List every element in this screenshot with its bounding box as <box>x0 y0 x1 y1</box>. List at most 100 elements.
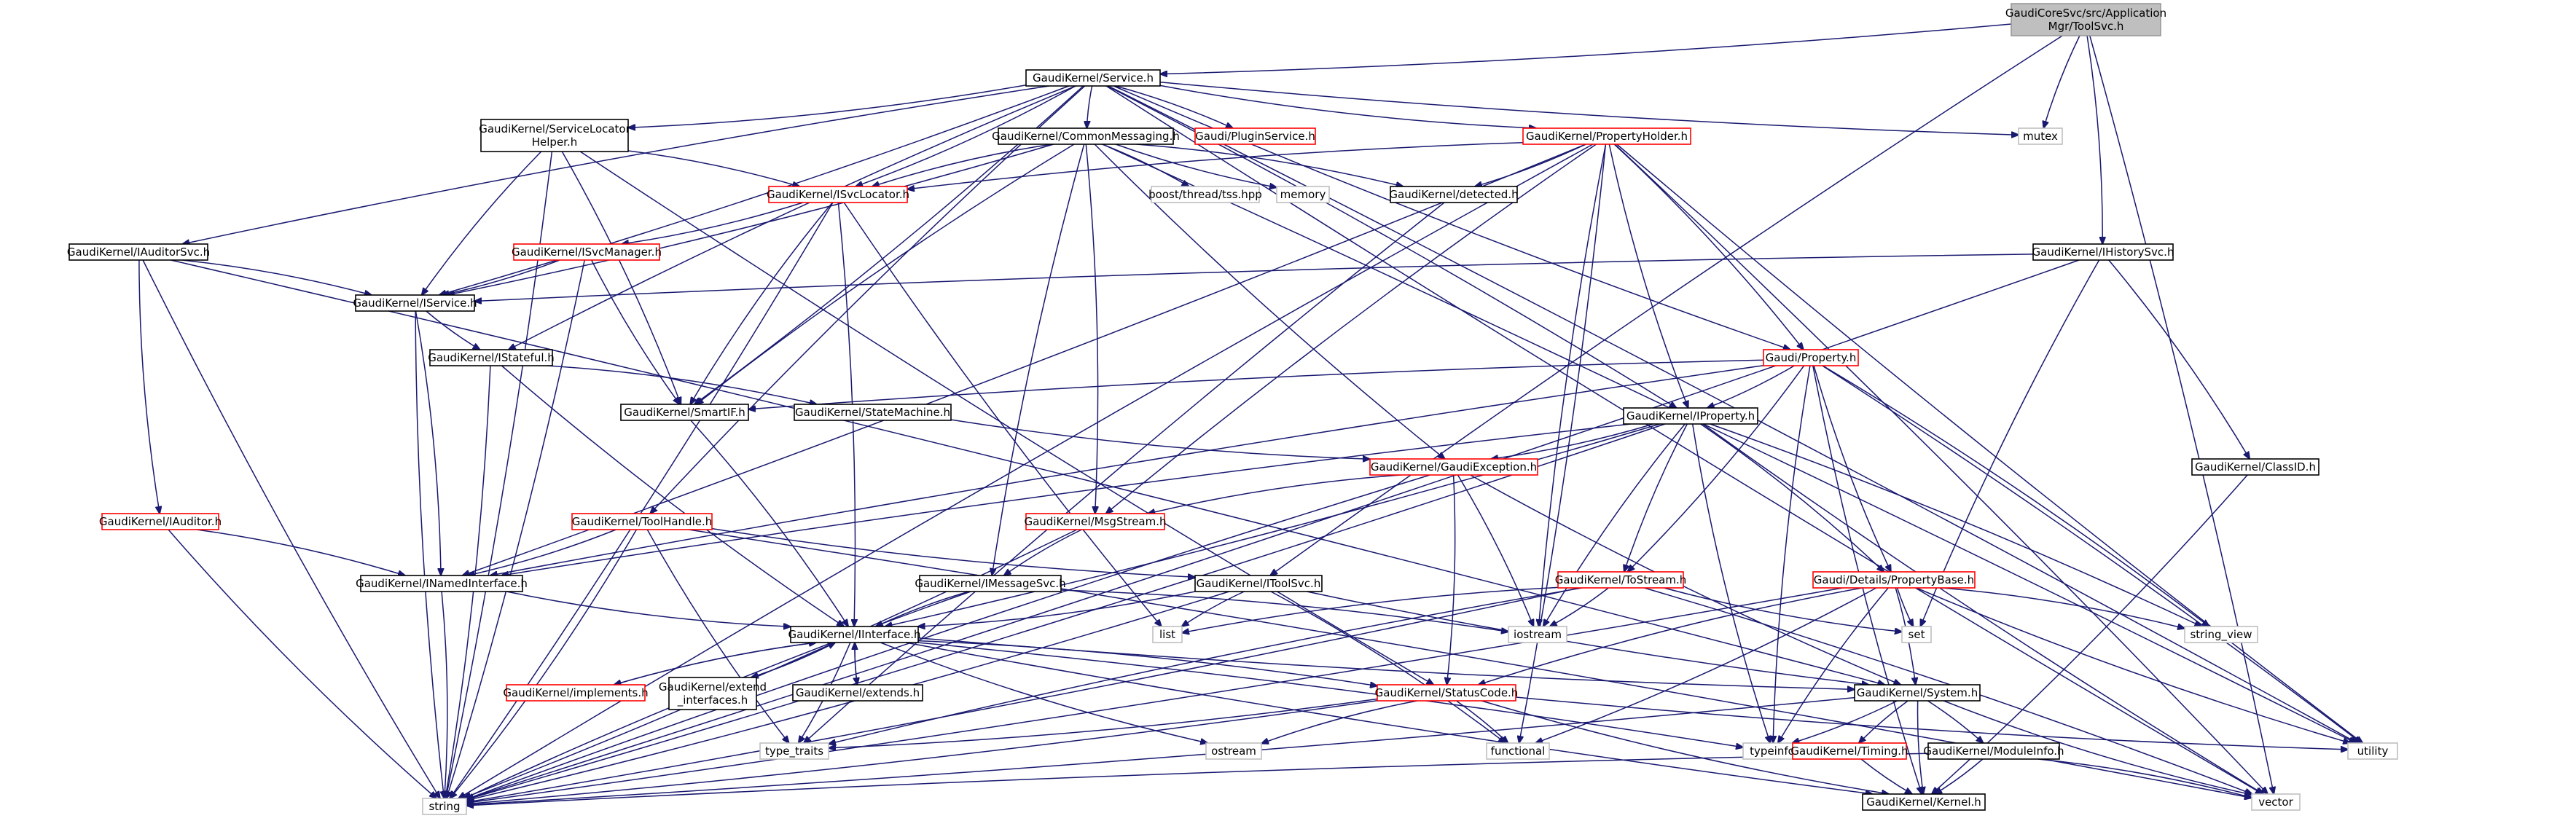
edge-iauditorsvc-to-system <box>171 259 1884 685</box>
edge-statuscode-to-ostream <box>1261 700 1417 744</box>
edge-inamed-to-iinterface <box>506 591 791 626</box>
node-tss: boost/thread/tss.hpp <box>1148 186 1262 203</box>
node-imsgsvc[interactable]: GaudiKernel/IMessageSvc.h <box>915 575 1066 592</box>
node-box <box>790 626 919 643</box>
node-isvcmgr[interactable]: GaudiKernel/ISvcManager.h <box>512 243 662 261</box>
node-smartif[interactable]: GaudiKernel/SmartIF.h <box>620 404 749 421</box>
node-label: GaudiKernel/MsgStream.h <box>1024 515 1166 528</box>
node-detected[interactable]: GaudiKernel/detected.h <box>1389 186 1519 203</box>
node-box <box>1522 127 1691 145</box>
edge-service-to-istateful <box>509 85 1076 350</box>
node-type_traits: type_traits <box>759 742 829 760</box>
node-isvcloc[interactable]: GaudiKernel/ISvcLocator.h <box>767 186 909 203</box>
node-extends[interactable]: GaudiKernel/extends.h <box>792 684 923 702</box>
edge-gexc-to-string <box>466 474 1430 799</box>
node-label: GaudiKernel/System.h <box>1857 686 1978 699</box>
node-classid[interactable]: GaudiKernel/ClassID.h <box>2191 458 2319 476</box>
node-timing[interactable]: GaudiKernel/Timing.h <box>1790 742 1908 760</box>
node-box <box>1390 186 1518 203</box>
edge-itoolsvc-to-list <box>1182 591 1245 626</box>
node-iauditorsvc[interactable]: GaudiKernel/IAuditorSvc.h <box>67 243 210 261</box>
node-propholder[interactable]: GaudiKernel/PropertyHolder.h <box>1522 127 1691 145</box>
node-toolhandle[interactable]: GaudiKernel/ToolHandle.h <box>571 513 713 530</box>
edge-isvcmgr-to-iservice <box>442 259 560 295</box>
node-string_view: string_view <box>2184 626 2258 643</box>
node-box <box>506 684 646 702</box>
node-list: list <box>1152 626 1183 643</box>
node-label: string_view <box>2190 628 2252 642</box>
edge-cmsg-to-imsgsvc <box>992 144 1085 576</box>
edge-cmsg-to-memory <box>1115 144 1277 187</box>
node-label: GaudiKernel/IService.h <box>353 296 477 310</box>
node-statemachine[interactable]: GaudiKernel/StateMachine.h <box>794 404 952 421</box>
node-msgstream[interactable]: GaudiKernel/MsgStream.h <box>1024 513 1167 530</box>
node-property[interactable]: Gaudi/Property.h <box>1763 349 1859 366</box>
edge-isvcloc-to-smartif <box>690 202 833 404</box>
node-label: GaudiKernel/implements.h <box>503 686 648 699</box>
edge-iauditor-to-inamed <box>196 529 405 576</box>
edge-moduleinfo-to-string <box>466 753 1929 806</box>
node-statuscode[interactable]: GaudiKernel/StatusCode.h <box>1375 684 1519 702</box>
node-label: GaudiKernel/ClassID.h <box>2195 460 2316 474</box>
edge-cmsg-to-isvcloc <box>872 144 1052 186</box>
edge-service-to-iservice <box>439 85 1070 295</box>
node-ihistorysvc[interactable]: GaudiKernel/IHistorySvc.h <box>2032 243 2174 261</box>
node-box <box>1194 575 1323 592</box>
node-label: GaudiKernel/CommonMessaging.h <box>992 130 1180 143</box>
node-cmsg[interactable]: GaudiKernel/CommonMessaging.h <box>992 127 1180 145</box>
edge-tostream-to-iostream <box>1550 587 1609 626</box>
node-label: GaudiKernel/Kernel.h <box>1866 796 1981 809</box>
node-label: functional <box>1491 745 1546 758</box>
edge-propholder-to-property <box>1613 144 1804 350</box>
node-mutex: mutex <box>2018 127 2063 145</box>
node-system[interactable]: GaudiKernel/System.h <box>1854 684 1981 702</box>
edge-property-to-iproperty <box>1707 365 1795 408</box>
edge-imsgsvc-to-iostream <box>1060 589 1508 632</box>
node-propbase[interactable]: Gaudi/Details/PropertyBase.h <box>1812 571 1976 589</box>
node-label: GaudiKernel/IAuditor.h <box>99 515 222 528</box>
node-implements[interactable]: GaudiKernel/implements.h <box>503 684 649 702</box>
node-itoolsvc[interactable]: GaudiKernel/IToolSvc.h <box>1194 575 1323 592</box>
node-inamed[interactable]: GaudiKernel/INamedInterface.h <box>356 575 528 592</box>
node-service[interactable]: GaudiKernel/Service.h <box>1025 69 1161 87</box>
edge-iservice-to-istateful <box>426 310 480 350</box>
node-label: GaudiKernel/extends.h <box>796 686 920 699</box>
edge-system-to-vector <box>1943 700 2252 795</box>
node-box <box>1205 742 1262 760</box>
node-iproperty[interactable]: GaudiKernel/IProperty.h <box>1623 407 1758 425</box>
node-gexc[interactable]: GaudiKernel/GaudiException.h <box>1369 458 1538 476</box>
edge-iservice-to-string <box>415 310 444 798</box>
edge-property-to-string_view <box>1822 365 2209 626</box>
node-pluginsvc[interactable]: Gaudi/PluginService.h <box>1194 127 1316 145</box>
node-vector: vector <box>2251 793 2301 811</box>
node-memory: memory <box>1276 186 1330 203</box>
node-extendif[interactable]: GaudiKernel/extend_interfaces.h <box>659 677 767 710</box>
edge-propholder-to-iostream <box>1539 144 1607 626</box>
edge-toolsvc-to-ihistorysvc <box>2086 35 2102 244</box>
edge-propholder-to-utility <box>1616 144 2363 743</box>
edge-system-to-timing <box>1859 700 1908 743</box>
node-iinterface[interactable]: GaudiKernel/IInterface.h <box>788 626 921 643</box>
edge-propbase-to-statuscode <box>1479 587 1863 685</box>
node-label: GaudiKernel/IProperty.h <box>1626 409 1755 423</box>
node-box <box>429 349 553 366</box>
node-kernel[interactable]: GaudiKernel/Kernel.h <box>1862 793 1986 811</box>
node-istateful[interactable]: GaudiKernel/IStateful.h <box>428 349 555 366</box>
edge-statuscode-to-utility <box>1515 696 2348 750</box>
node-label: GaudiKernel/IAuditorSvc.h <box>67 245 210 259</box>
edge-iinterface-to-ostream <box>880 642 1207 743</box>
edge-statemachine-to-gexc <box>950 419 1370 459</box>
node-tostream[interactable]: GaudiKernel/ToStream.h <box>1555 571 1687 589</box>
node-label: GaudiKernel/PropertyHolder.h <box>1526 130 1688 143</box>
edge-inamed-to-string <box>441 591 447 798</box>
node-label: GaudiKernel/IInterface.h <box>788 628 920 641</box>
node-iservice[interactable]: GaudiKernel/IService.h <box>353 294 477 312</box>
edge-propholder-to-iproperty <box>1608 144 1688 408</box>
edge-msgstream-to-imsgsvc <box>1004 529 1082 576</box>
node-box <box>1025 513 1165 530</box>
edge-iinterface-to-kernel <box>905 642 1873 794</box>
node-iauditor[interactable]: GaudiKernel/IAuditor.h <box>99 513 222 530</box>
node-moduleinfo[interactable]: GaudiKernel/ModuleInfo.h <box>1923 742 2064 760</box>
node-toolsvc[interactable]: GaudiCoreSvc/src/ApplicationMgr/ToolSvc.… <box>2005 3 2166 36</box>
